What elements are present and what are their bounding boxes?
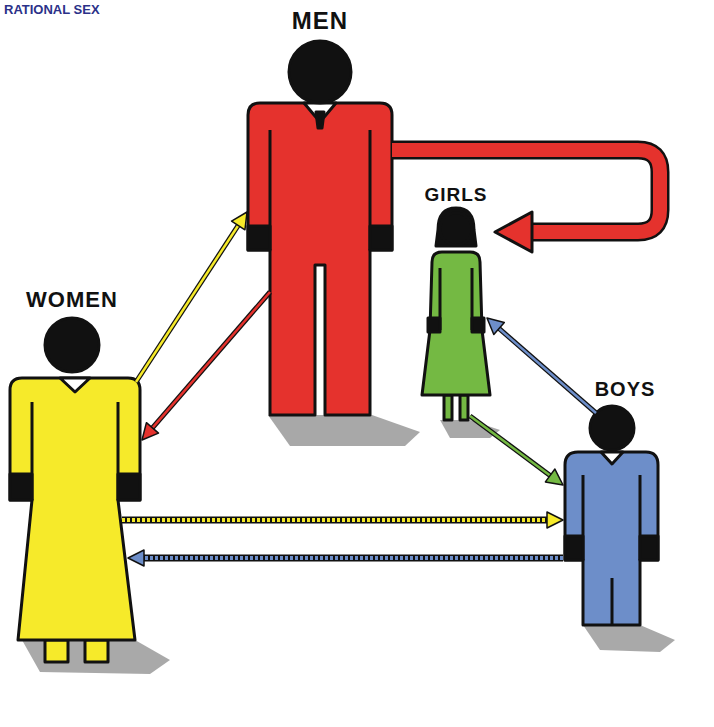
arrow-connector bbox=[122, 512, 563, 528]
arrow-connector bbox=[128, 550, 563, 566]
person-figure: GIRLS bbox=[418, 185, 500, 430]
person-figure: MEN bbox=[240, 8, 400, 440]
person-figure: WOMEN bbox=[5, 288, 150, 673]
arrow-connector bbox=[470, 416, 563, 485]
arrow-connector bbox=[487, 318, 596, 413]
arrow-connector bbox=[136, 212, 247, 382]
figure-label: WOMEN bbox=[26, 288, 119, 312]
arrow-connector bbox=[142, 292, 270, 440]
figure-label: MEN bbox=[292, 8, 350, 34]
figure-label: BOYS bbox=[595, 378, 657, 400]
figure-label: GIRLS bbox=[424, 185, 489, 206]
diagram-title: RATIONAL SEX bbox=[4, 2, 100, 17]
arrow-connector bbox=[392, 150, 660, 252]
person-figure: BOYS bbox=[558, 378, 663, 638]
